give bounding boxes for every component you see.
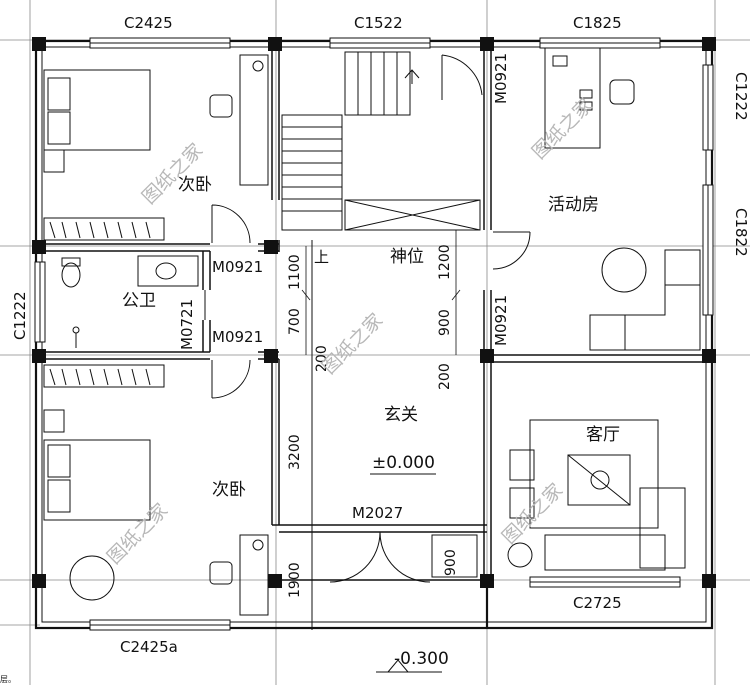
footnote-text: 层。: [0, 675, 16, 684]
door-label-bedroom-bottom: M0921: [212, 328, 263, 346]
columns: [32, 37, 716, 588]
elevation-floor: ±0.000: [372, 453, 435, 473]
watermark-2: 图纸之家: [318, 309, 387, 378]
dimension-900-bottom: 900: [443, 549, 459, 576]
window-label-top-right: C1825: [573, 14, 622, 32]
room-label-bedroom-bottom: 次卧: [212, 480, 246, 500]
window-label-top-center: C1522: [354, 14, 403, 32]
wardrobe-hangers-top: [49, 221, 151, 239]
watermark-3: 图纸之家: [103, 499, 172, 568]
window-label-left-middle: C1222: [11, 291, 29, 340]
room-label-activity-room: 活动房: [548, 195, 599, 215]
activity-room-furniture: [544, 47, 701, 351]
door-label-stair: M0921: [492, 53, 510, 104]
room-label-bedroom-top: 次卧: [178, 175, 212, 195]
window-label-bottom-left: C2425a: [120, 638, 178, 656]
dimension-200-left: 200: [314, 345, 330, 372]
watermark-5: 图纸之家: [498, 479, 567, 548]
door-swings: [204, 54, 531, 583]
window-label-top-left: C2425: [124, 14, 173, 32]
door-label-main: M2027: [352, 504, 403, 522]
dimension-900-top: 900: [437, 309, 453, 336]
staircase: [281, 51, 481, 630]
dimension-1200: 1200: [437, 244, 453, 280]
room-label-living-room: 客厅: [586, 425, 620, 445]
room-label-bathroom: 公卫: [122, 291, 156, 311]
stair-up-mark: 上: [314, 248, 329, 266]
room-label-shrine: 神位: [390, 247, 424, 267]
interior-walls: [42, 45, 706, 581]
elevation-outside: -0.300: [394, 649, 449, 669]
window-label-right-upper: C1222: [732, 72, 750, 121]
window-openings: [34, 37, 714, 631]
dimension-lines: [300, 230, 462, 526]
top-bedroom-furniture: [43, 54, 269, 241]
living-room-furniture: [507, 419, 686, 571]
room-label-entrance: 玄关: [384, 405, 418, 425]
dimension-1900: 1900: [287, 562, 303, 598]
window-label-right-middle: C1822: [732, 208, 750, 257]
dimension-1100: 1100: [287, 254, 303, 290]
door-label-bathroom: M0721: [178, 299, 196, 350]
bathroom-fixtures: [61, 255, 199, 348]
dimension-700: 700: [287, 308, 303, 335]
elevation-outside-symbol: [376, 659, 442, 673]
watermark-4: 图纸之家: [528, 94, 597, 163]
bottom-bedroom-furniture: [43, 364, 269, 616]
dimension-200-right: 200: [437, 363, 453, 390]
window-label-bottom-right: C2725: [573, 594, 622, 612]
door-label-bedroom-top: M0921: [212, 258, 263, 276]
wardrobe-hangers-bottom: [49, 368, 151, 386]
door-label-activity: M0921: [492, 295, 510, 346]
dimension-3200: 3200: [287, 434, 303, 470]
